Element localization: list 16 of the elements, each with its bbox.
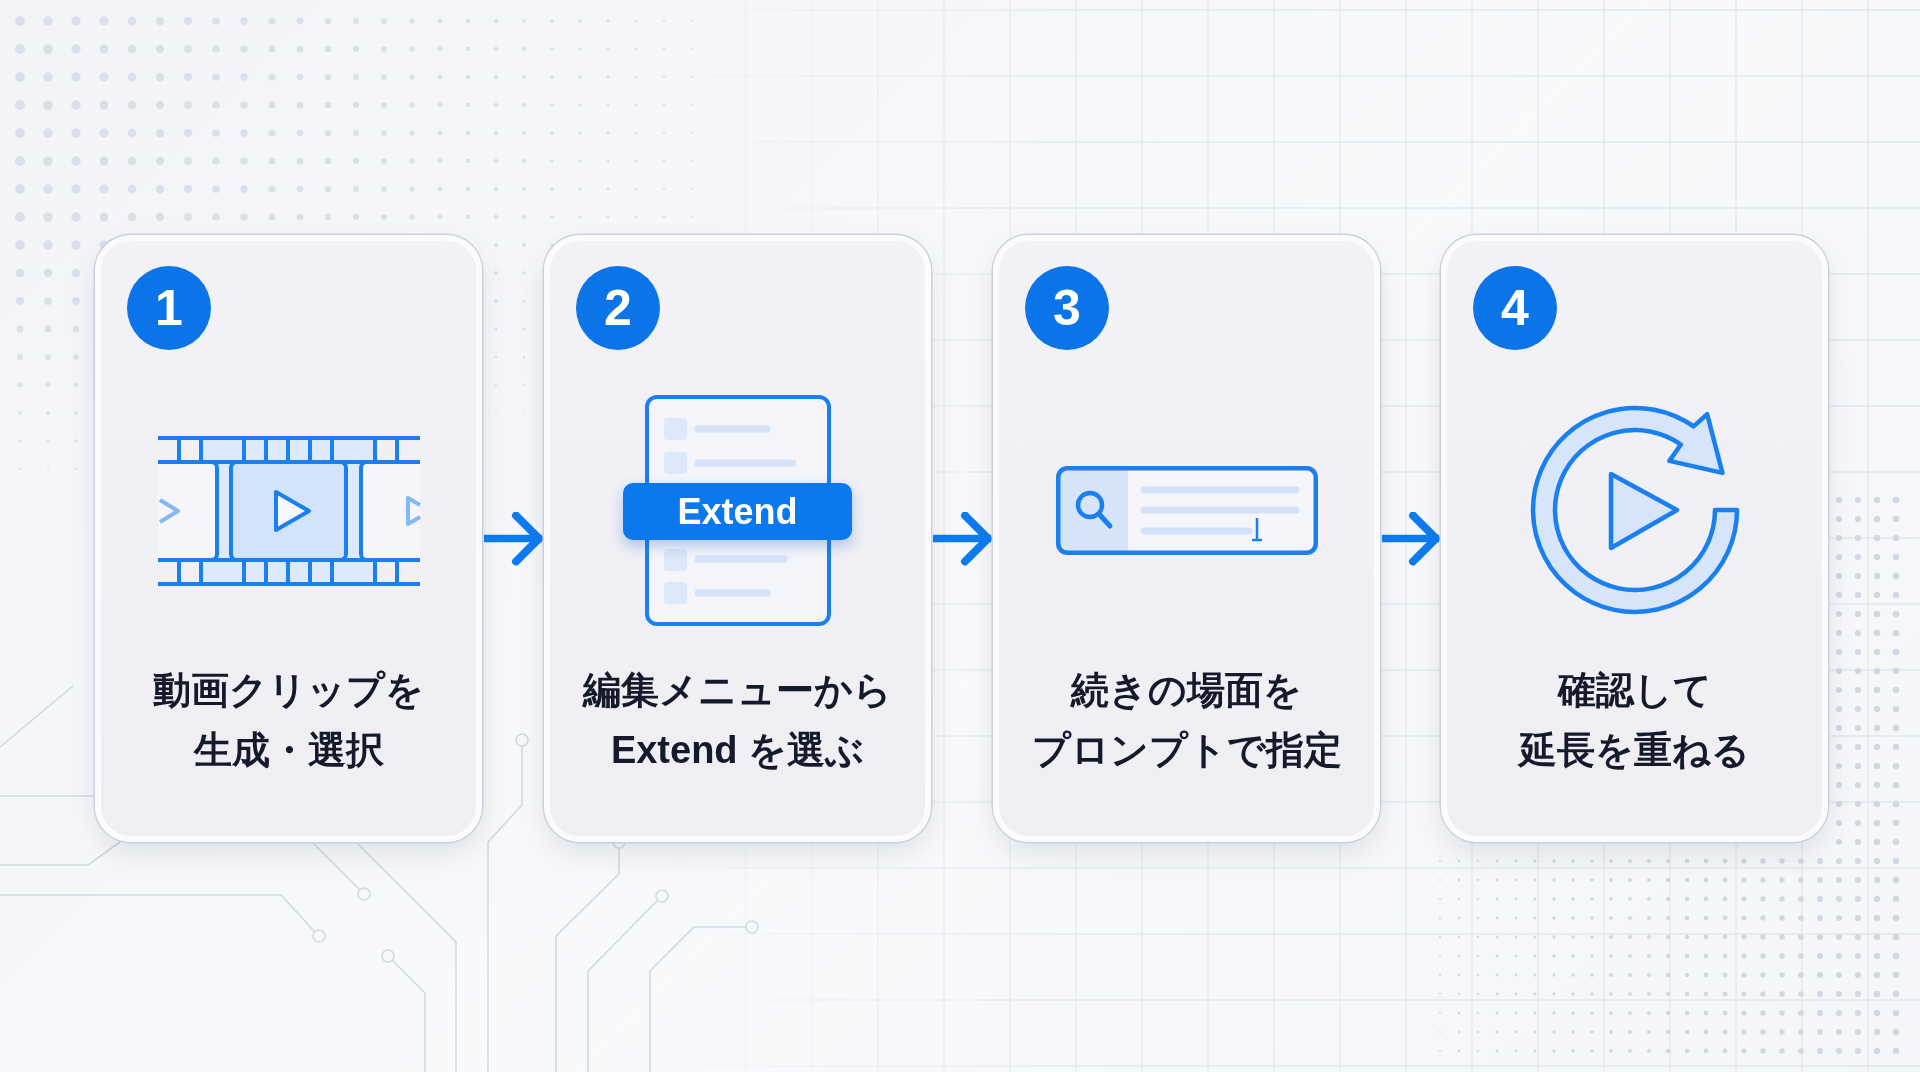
arrow [1382, 511, 1440, 566]
step-card [95, 235, 482, 842]
highlighted-menu-item: Extend [623, 483, 852, 540]
step-card [544, 235, 931, 842]
number-badge: 4 [1473, 266, 1557, 350]
step-description: 編集メニューからExtend を選ぶ [583, 668, 892, 773]
step-card [993, 235, 1380, 842]
arrow [933, 511, 992, 566]
step-description: 確認して延長を重ねる [1519, 668, 1750, 773]
number-badge: 2 [576, 266, 660, 350]
number-badge: 3 [1025, 266, 1109, 350]
arrow [484, 511, 543, 566]
step-description: 動画クリップを生成・選択 [153, 668, 424, 773]
step-card [1441, 235, 1828, 842]
number-badge: 1 [127, 266, 211, 350]
step-description: 続きの場面をプロンプトで指定 [1031, 668, 1342, 773]
